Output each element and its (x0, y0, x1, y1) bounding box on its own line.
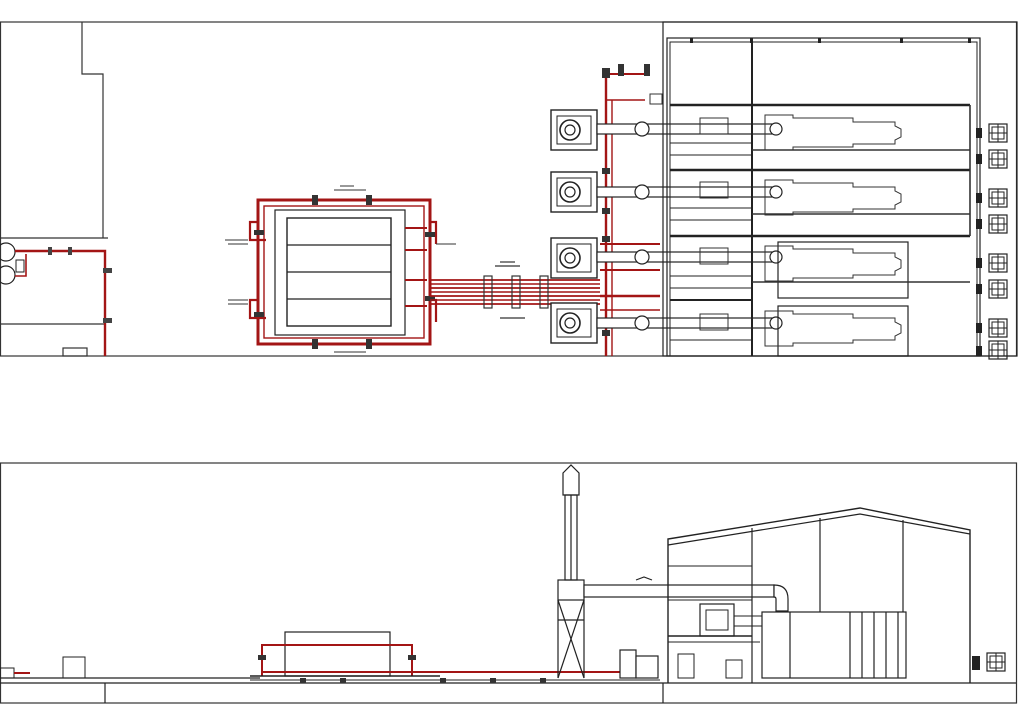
main-manifold (600, 73, 660, 356)
engine-feed-lines (699, 105, 971, 331)
engine-4 (764, 310, 902, 347)
elevation-view (0, 462, 1018, 704)
heat-exchanger-column (550, 109, 598, 344)
engine-2 (764, 179, 902, 216)
exhaust-header (583, 576, 789, 679)
tank-elevation (250, 631, 440, 677)
radiator-fan-elevation (972, 652, 1006, 672)
left-equipment-elevation (0, 656, 86, 679)
center-tank-assembly (225, 185, 456, 353)
exhaust-ducts (596, 121, 783, 331)
genset-enclosure (761, 611, 907, 679)
pipe-rack (430, 279, 600, 305)
exhaust-stack (557, 464, 585, 679)
grade-pipe (250, 671, 660, 683)
heat-exchanger-3 (550, 237, 598, 279)
engine-1 (764, 114, 902, 151)
elevation-frame (0, 462, 1018, 704)
left-building-outline (0, 22, 108, 357)
engine-building-elevation (667, 507, 971, 683)
left-pump-group (0, 242, 112, 356)
heat-exchanger-2 (550, 171, 598, 213)
heat-exchanger-4 (550, 302, 598, 344)
radiator-fans (976, 123, 1008, 360)
plan-view (0, 21, 1018, 360)
engine-3 (764, 245, 902, 282)
heat-exchanger-1 (550, 109, 598, 151)
ground-slab (0, 677, 1016, 703)
engine-building-plan (662, 21, 1018, 357)
pipe-rack-supports (483, 261, 549, 319)
